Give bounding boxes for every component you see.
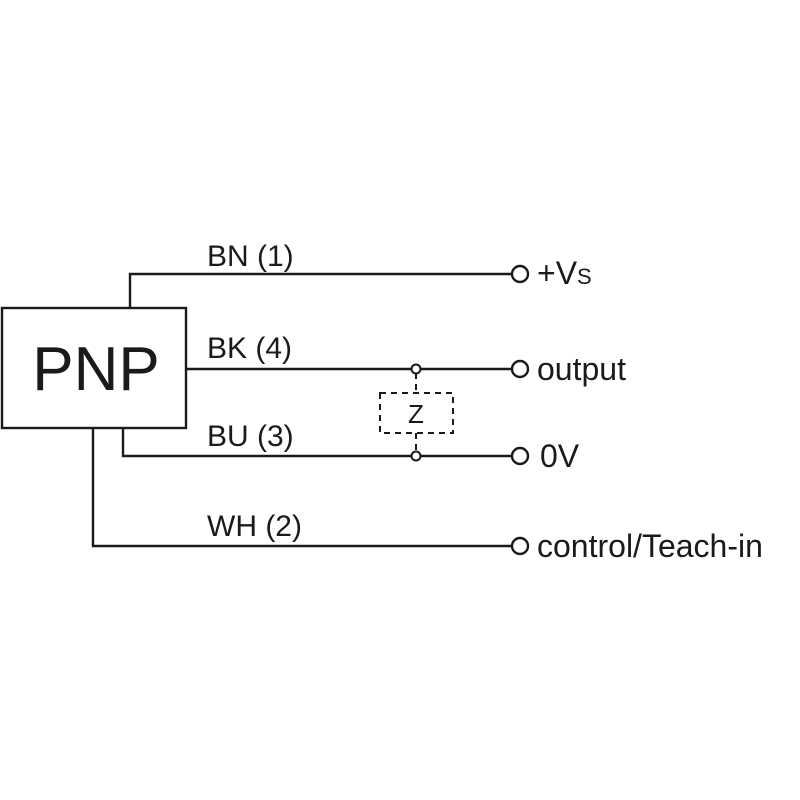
terminal-output-label: output [537, 351, 626, 387]
terminal-control-label: control/Teach-in [537, 528, 763, 564]
terminal-0v[interactable] [510, 446, 530, 466]
terminal-output[interactable] [510, 359, 530, 379]
wire-bn-line [128, 272, 512, 308]
wire-bk: BK (4) output [186, 332, 626, 387]
terminal-vs-subscript: S [577, 264, 592, 289]
wire-bk-label: BK (4) [207, 332, 292, 365]
pnp-device: PNP [0, 306, 188, 430]
load-z-box [379, 392, 454, 434]
pnp-device-label: PNP [32, 335, 159, 404]
load-z: Z [379, 363, 454, 462]
load-z-label: Z [408, 399, 424, 429]
wire-wh-label: WH (2) [207, 510, 302, 543]
pnp-device-box [0, 306, 188, 430]
wire-wh-line [91, 428, 512, 548]
terminal-vs[interactable] [510, 264, 530, 284]
terminal-vs-label: +VS [537, 255, 592, 291]
junction-0v [410, 450, 422, 462]
wire-bu-line [121, 428, 512, 458]
terminal-vs-text: +V [537, 255, 578, 291]
terminal-0v-label: 0V [540, 438, 580, 474]
terminal-control[interactable] [510, 536, 530, 556]
wire-bu: BU (3) 0V [121, 420, 580, 474]
junction-output [410, 363, 422, 375]
wire-bn: BN (1) +VS [128, 240, 592, 308]
wire-bu-label: BU (3) [207, 420, 294, 453]
wire-wh: WH (2) control/Teach-in [91, 428, 763, 564]
wire-bn-label: BN (1) [207, 240, 294, 273]
